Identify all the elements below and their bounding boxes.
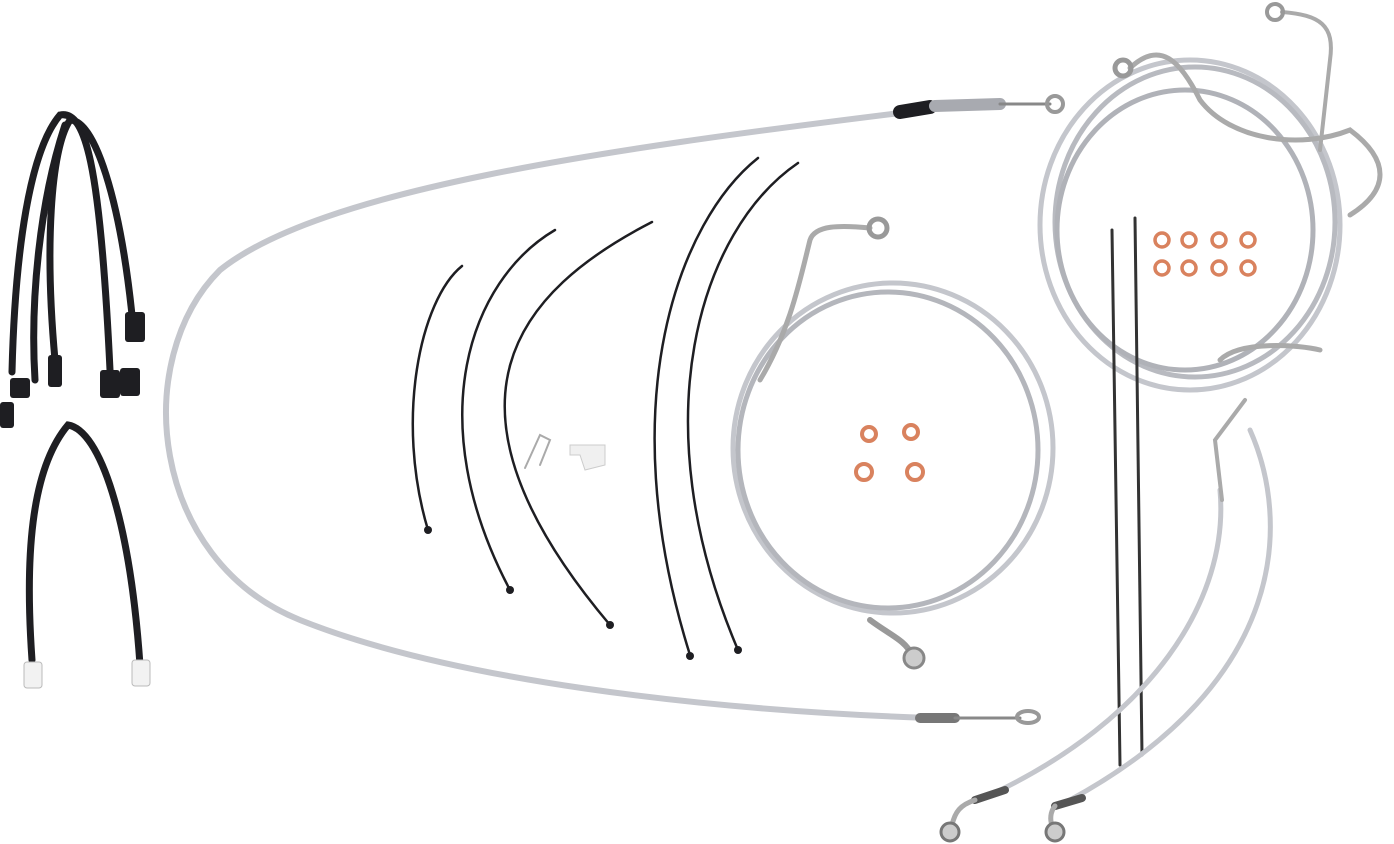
- banjo-fitting: [1265, 2, 1285, 22]
- banjo-fitting: [866, 216, 890, 240]
- rods: [1110, 216, 1144, 767]
- brake-line-coil: [730, 280, 1056, 616]
- banjo-fitting: [939, 821, 961, 843]
- cable-end-fitting: [893, 100, 937, 119]
- clutch-cable: [163, 110, 933, 721]
- eyelet: [1045, 94, 1065, 114]
- wiring-harness-lower: [25, 421, 144, 669]
- copper-washers: [854, 423, 925, 482]
- copper-washers: [1153, 231, 1257, 277]
- brake-lines-lower: [987, 427, 1273, 803]
- plastic-clip: [569, 444, 606, 471]
- connector-icon: [0, 312, 145, 428]
- banjo-fitting: [1044, 821, 1066, 843]
- chrome-fitting: [1127, 52, 1383, 218]
- chrome-fitting: [1280, 10, 1333, 152]
- zip-ties: [411, 156, 800, 657]
- brake-line-coil: [1037, 57, 1343, 393]
- cable-end-fitting: [929, 98, 1006, 112]
- banjo-fitting: [1112, 57, 1134, 79]
- eyelet: [1015, 709, 1041, 725]
- wiring-harness-upper: [8, 111, 136, 384]
- connector-icon: [23, 659, 151, 689]
- chrome-fitting: [757, 223, 873, 383]
- spring-clip: [524, 433, 552, 469]
- banjo-fitting: [902, 646, 926, 670]
